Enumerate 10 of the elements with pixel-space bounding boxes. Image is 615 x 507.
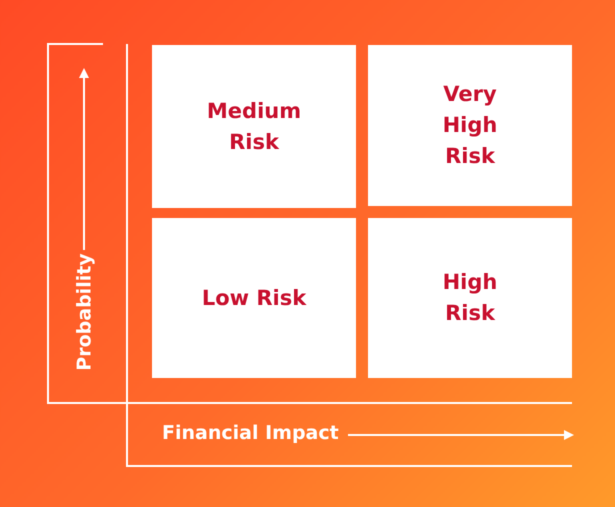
risk-level-text: Low Risk xyxy=(200,284,308,312)
axis-label: Probability xyxy=(73,253,96,371)
risk-cell xyxy=(368,45,572,206)
risk-level-text: Very High Risk xyxy=(442,81,498,170)
risk-level-text: High Risk xyxy=(442,269,498,327)
risk-level-text: Medium Risk xyxy=(206,98,302,156)
risk-cell xyxy=(368,218,572,378)
risk-cell xyxy=(152,45,356,208)
risk-cell xyxy=(152,218,356,378)
axis-label: Financial Impact xyxy=(162,422,339,444)
